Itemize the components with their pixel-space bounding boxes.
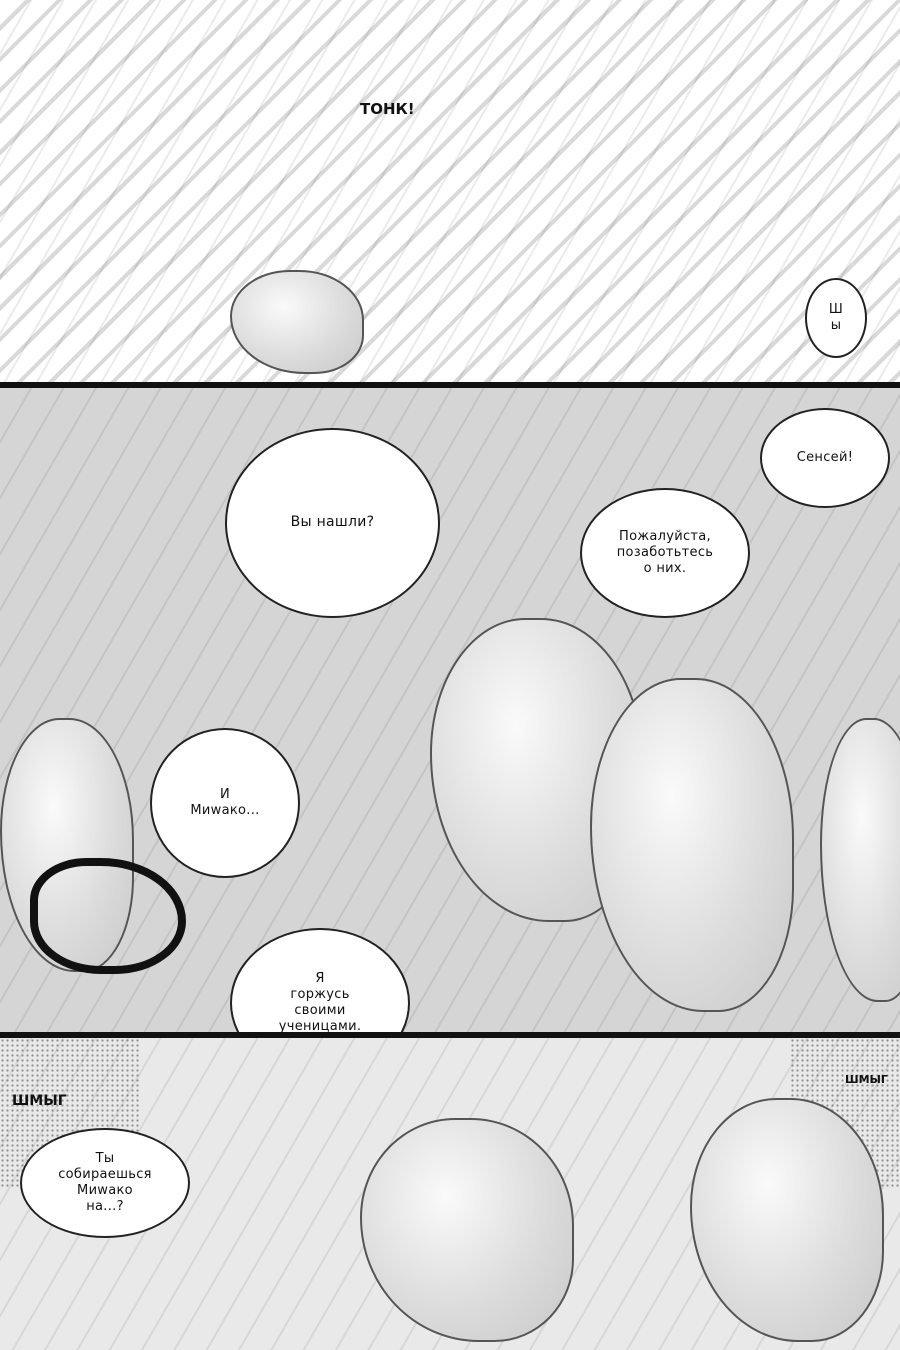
text-pozhaluysta: Пожалуйста, позаботьтесь о них. [616,528,714,577]
bubble-ty-sobiraeshsya: Ты собираешься Миwако на...? [20,1128,190,1238]
background-hatching [0,0,900,382]
character-crying-student [690,1098,884,1342]
sfx-shmyg-right: ШМЫГ [845,1073,888,1086]
panel-top: ТОНК! Ш ы [0,0,900,385]
panel-bottom: ШМЫГ Ты собираешься Миwако на...? ШМЫГ [0,1035,900,1350]
sfx-shy-bubble: Ш ы [805,278,867,358]
black-ribbon [30,858,186,974]
text-sensei: Сенсей! [796,449,854,465]
bubble-i-miwako: И Миwако... [150,728,300,878]
character-with-staff [230,270,364,374]
sfx-shmyg-left: ШМЫГ [12,1093,67,1109]
sfx-shy: Ш ы [828,301,844,333]
text-vy-nashli: Вы нашли? [290,514,375,531]
character-lower-student [360,1118,574,1342]
text-ty-sobiraeshsya: Ты собираешься Миwако на...? [58,1150,152,1215]
character-blonde-student [590,678,794,1012]
bubble-sensei: Сенсей! [760,408,890,508]
bubble-vy-nashli: Вы нашли? [225,428,440,618]
text-ya-gorzhus: Я горжусь своими ученицами. [278,970,362,1035]
sfx-tonk: ТОНК! [360,100,415,118]
panel-middle: Вы нашли? Сенсей! Пожалуйста, позаботьте… [0,385,900,1035]
text-i-miwako: И Миwако... [190,786,260,818]
speed-lines [0,0,900,382]
bubble-pozhaluysta: Пожалуйста, позаботьтесь о них. [580,488,750,618]
